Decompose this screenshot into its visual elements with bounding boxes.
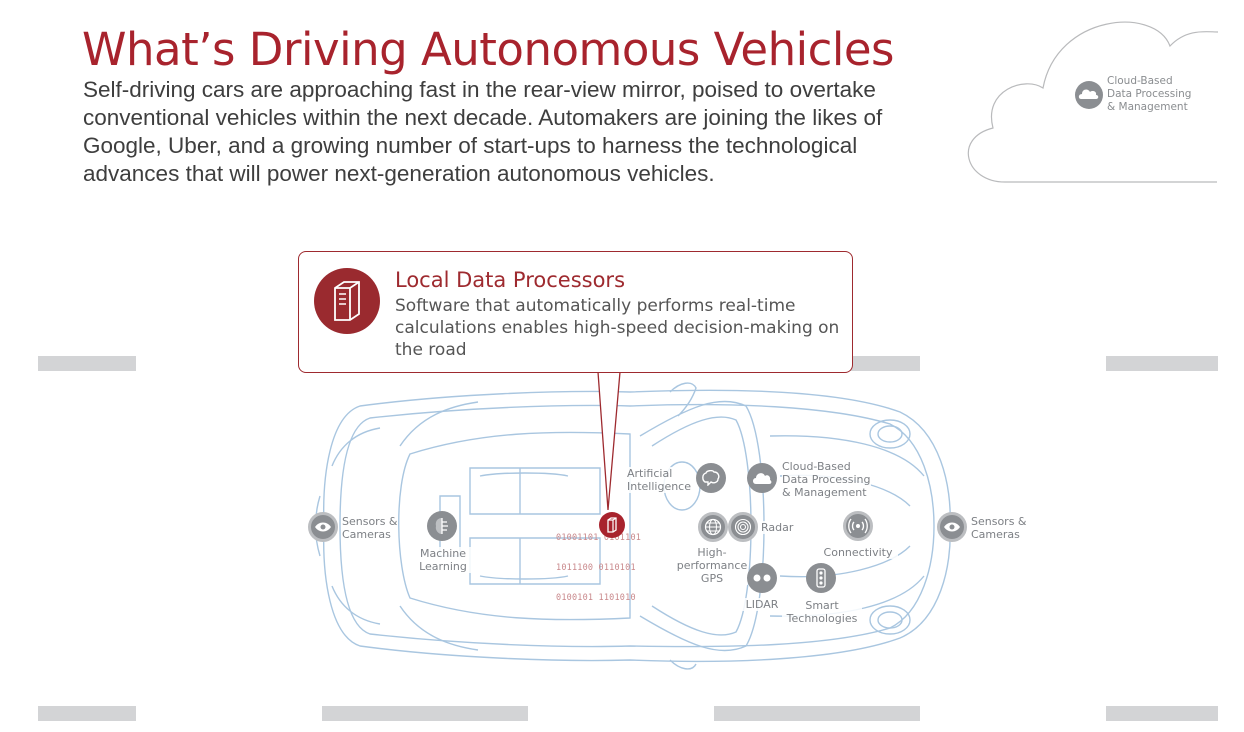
road-marking <box>714 706 920 721</box>
globe-icon <box>698 512 728 542</box>
sensors-rear-label: Sensors & Cameras <box>342 515 398 541</box>
binary-data-stream: 01001101 0101101 1011100 0110101 0100101… <box>556 513 641 613</box>
road-marking <box>1106 706 1218 721</box>
eye-icon <box>937 512 967 542</box>
cloud-icon <box>747 463 777 493</box>
cloud-panel-label: Cloud-Based Data Processing & Management <box>1107 75 1192 113</box>
local-processor-marker <box>599 512 625 538</box>
binary-line: 0100101 1101010 <box>556 593 636 603</box>
radar-label: Radar <box>761 521 794 534</box>
cloud-feature-label: Cloud-Based Data Processing & Management <box>782 460 871 499</box>
road-marking <box>38 706 136 721</box>
car-illustration <box>314 382 951 670</box>
road-marking <box>1106 356 1218 371</box>
callout-pointer <box>597 372 621 511</box>
road-marking <box>322 706 528 721</box>
binary-line: 01001101 0101101 <box>556 533 642 543</box>
callout-title: Local Data Processors <box>395 268 626 292</box>
cloud-icon <box>1074 80 1104 115</box>
radar-icon <box>728 512 758 542</box>
sensors-front-label: Sensors & Cameras <box>971 515 1027 541</box>
brain-gear-icon <box>427 511 457 541</box>
cloud-outline-graphic <box>967 21 1219 183</box>
intro-paragraph: Self-driving cars are approaching fast i… <box>83 77 883 186</box>
callout-description: Software that automatically performs rea… <box>395 296 840 360</box>
binary-line: 1011100 0110101 <box>556 563 636 573</box>
smart-technologies-label: Smart Technologies <box>782 599 862 625</box>
brain-icon <box>696 463 726 493</box>
traffic-light-icon <box>806 563 836 593</box>
page-title: What’s Driving Autonomous Vehicles <box>82 23 895 76</box>
artificial-intelligence-label: Artificial Intelligence <box>627 467 692 493</box>
machine-learning-label: Machine Learning <box>415 547 471 573</box>
lidar-label: LIDAR <box>740 598 784 611</box>
eye-icon <box>308 512 338 542</box>
local-data-processors-callout: Local Data Processors Software that auto… <box>298 251 853 373</box>
road-marking <box>38 356 136 371</box>
lidar-icon <box>747 563 777 593</box>
processor-icon <box>607 517 617 533</box>
gps-label: High- performance GPS <box>676 546 748 585</box>
signal-icon <box>843 511 873 541</box>
connectivity-label: Connectivity <box>818 546 898 559</box>
processor-icon <box>314 268 380 334</box>
